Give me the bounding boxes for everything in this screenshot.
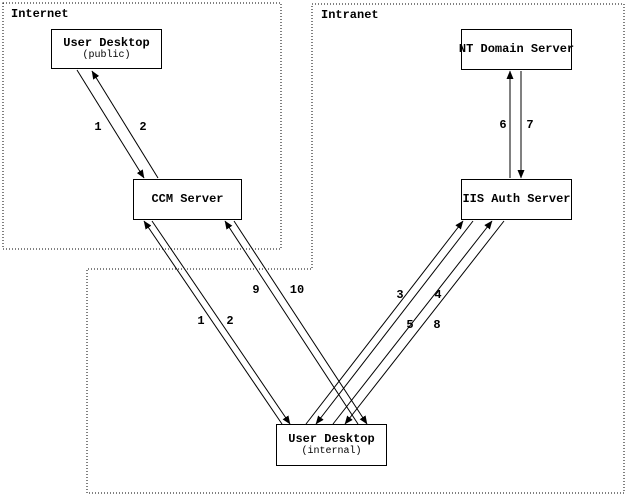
flow-10-ccm-to-internal-desktop <box>233 220 368 425</box>
flow-label-2: 2 <box>226 314 234 328</box>
flow-1-public-desktop-to-ccm <box>76 69 145 179</box>
nt-domain-server-title: NT Domain Server <box>458 42 575 56</box>
zone-label-internet: Internet <box>11 7 69 21</box>
flow-arrows <box>76 69 525 425</box>
flow-label-10: 10 <box>289 283 305 297</box>
flow-label-9: 9 <box>252 283 260 297</box>
flow-4-iis-to-internal-desktop <box>315 220 474 425</box>
flow-1-internal-desktop-to-ccm <box>143 220 283 425</box>
iis-auth-server-title: IIS Auth Server <box>462 192 571 206</box>
flow-label-8: 8 <box>433 318 441 332</box>
zone-label-intranet: Intranet <box>321 8 379 22</box>
flow-3-internal-desktop-to-iis <box>305 220 464 425</box>
user-desktop-internal: User Desktop(internal) <box>276 424 387 466</box>
flow-2-ccm-to-public-desktop <box>91 70 159 179</box>
user-desktop-internal-subtitle: (internal) <box>301 446 362 457</box>
flow-9-internal-desktop-to-ccm <box>224 220 359 425</box>
flow-label-7: 7 <box>526 118 534 132</box>
flow-label-2: 2 <box>139 120 147 134</box>
ccm-server: CCM Server <box>133 179 242 220</box>
user-desktop-public-subtitle: (public) <box>82 50 131 61</box>
flow-5-internal-desktop-to-iis <box>332 220 493 425</box>
flow-label-6: 6 <box>499 118 507 132</box>
flow-label-1: 1 <box>197 314 205 328</box>
ccm-server-title: CCM Server <box>151 192 224 206</box>
flow-label-3: 3 <box>396 288 404 302</box>
nt-domain-server: NT Domain Server <box>458 29 575 70</box>
flow-label-4: 4 <box>434 288 442 302</box>
iis-auth-server: IIS Auth Server <box>461 179 572 220</box>
user-desktop-internal-title: User Desktop <box>288 432 375 446</box>
zone-border-intranet <box>86 3 625 494</box>
flow-label-1: 1 <box>94 120 102 134</box>
flow-2-ccm-to-internal-desktop <box>151 220 291 425</box>
zone-border-internet <box>2 2 282 250</box>
flow-8-iis-to-internal-desktop <box>344 220 505 425</box>
flow-label-5: 5 <box>406 318 414 332</box>
user-desktop-public: User Desktop(public) <box>51 29 162 69</box>
user-desktop-public-title: User Desktop <box>63 36 150 50</box>
